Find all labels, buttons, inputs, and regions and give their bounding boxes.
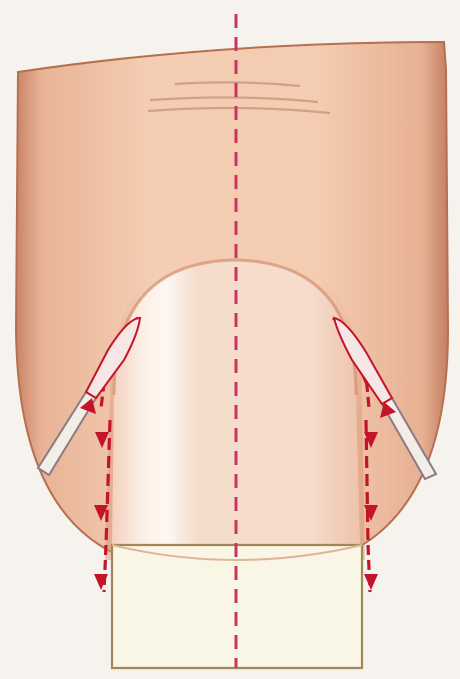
arrow-right-4 (364, 574, 378, 590)
nail-free-edge (112, 545, 362, 668)
